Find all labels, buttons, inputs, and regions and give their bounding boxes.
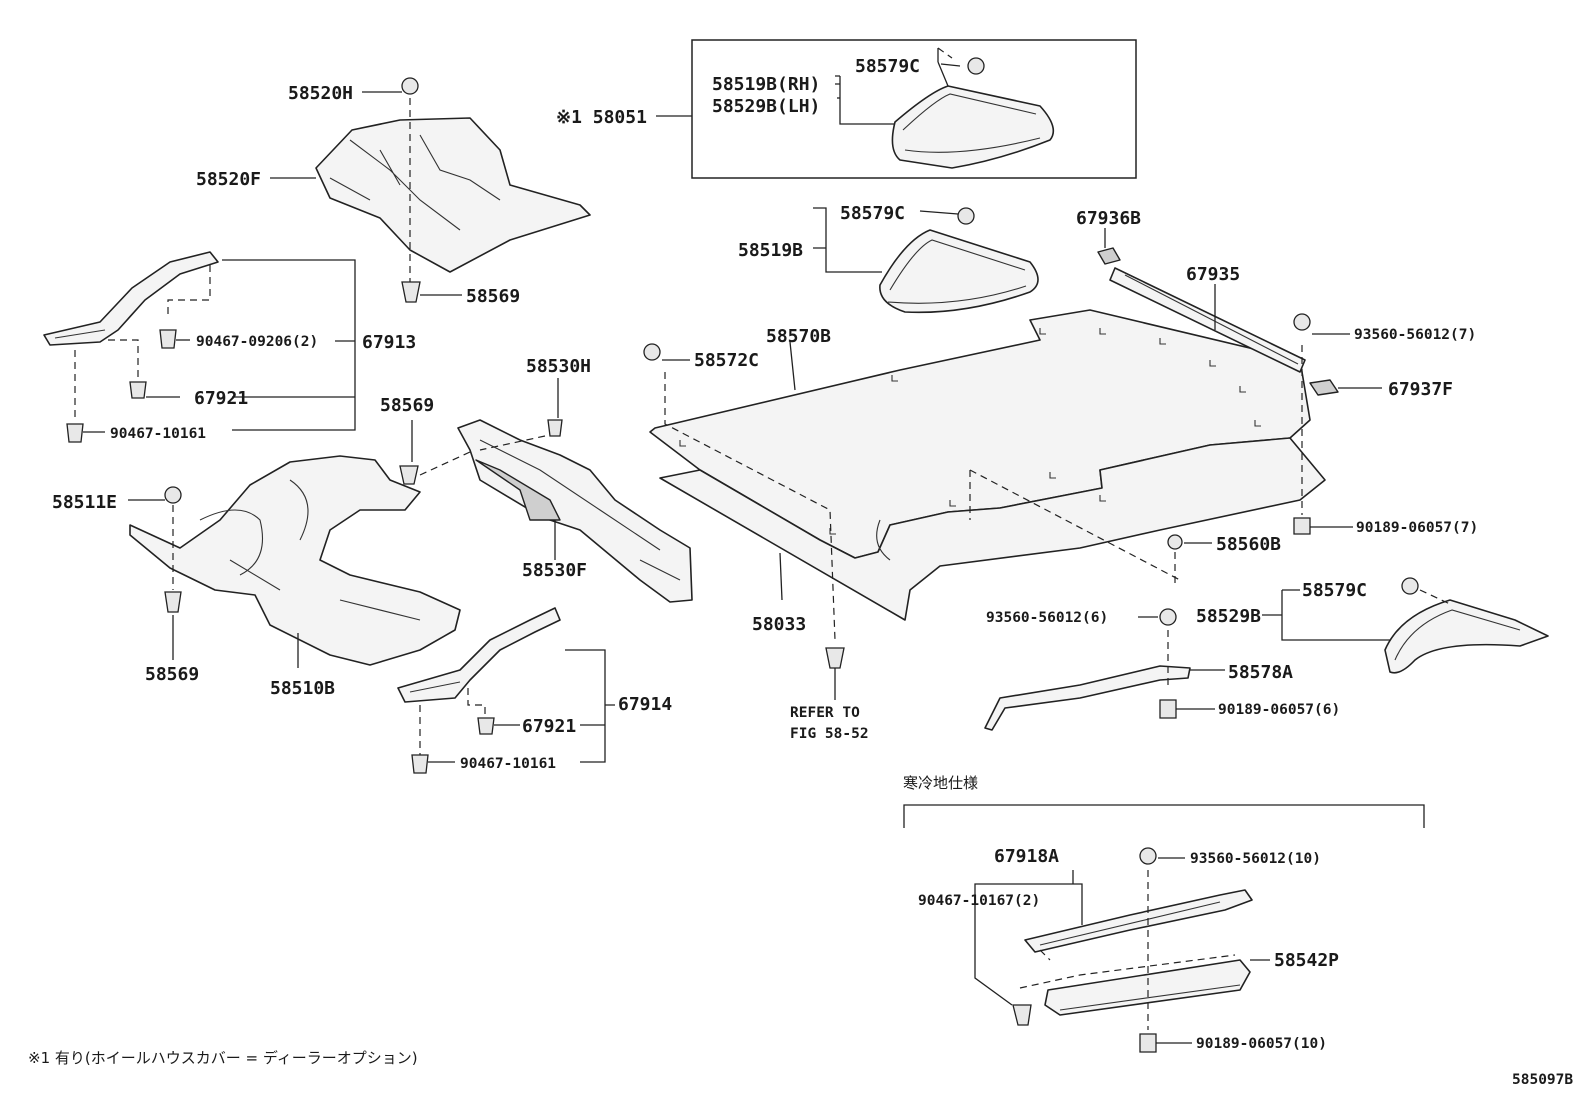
label-58579C-box: 58579C <box>855 56 920 77</box>
nut-90189-06057-6 <box>1159 699 1177 719</box>
label-58569-top: 58569 <box>466 286 520 307</box>
label-58051: ※1 58051 <box>556 107 647 128</box>
wheelhouse-cover-boxed <box>891 85 1055 169</box>
clip-67921-b <box>477 717 495 735</box>
label-90189-06057-6: 90189-06057(6) <box>1218 702 1340 718</box>
bolt-93560-56012-6 <box>1159 608 1177 626</box>
label-58569-mid: 58569 <box>380 395 434 416</box>
mat-slots <box>679 328 1261 535</box>
clip-refer-58-52 <box>825 647 845 669</box>
rear-floor-insulator-58033 <box>659 437 1326 621</box>
label-58511E: 58511E <box>52 492 117 513</box>
clip-58560B <box>1167 534 1183 550</box>
clip-90467-09206 <box>159 329 177 349</box>
wheelhouse-cover-58529B <box>1384 599 1549 674</box>
clip-58579C-right <box>1401 577 1419 595</box>
label-58569-left: 58569 <box>145 664 199 685</box>
clip-58530H <box>547 419 563 437</box>
label-58579C-mid: 58579C <box>840 203 905 224</box>
pad-67937F <box>1309 379 1339 396</box>
bolt-93560-56012-7 <box>1293 313 1311 331</box>
label-90467-10161-a: 90467-10161 <box>110 426 206 442</box>
insulator-58542P <box>1044 959 1251 1016</box>
label-93560-56012-6: 93560-56012(6) <box>986 610 1108 626</box>
label-58519B-RH: 58519B(RH) <box>712 74 820 95</box>
label-58530H: 58530H <box>526 356 591 377</box>
refer-fig-text: FIG 58-52 <box>790 726 869 742</box>
label-90467-10161-b: 90467-10161 <box>460 756 556 772</box>
scuff-plate-67913 <box>43 251 219 346</box>
bolt-93560-56012-10 <box>1139 847 1157 865</box>
label-58529B: 58529B <box>1196 606 1261 627</box>
label-58033: 58033 <box>752 614 806 635</box>
clip-58572C <box>643 343 661 361</box>
label-67936B: 67936B <box>1076 208 1141 229</box>
nut-90189-06057-10 <box>1139 1033 1157 1053</box>
refer-to-text: REFER TO <box>790 705 860 721</box>
clip-58569-left <box>164 591 182 613</box>
option-box-58051 <box>691 39 1137 179</box>
label-58530F: 58530F <box>522 560 587 581</box>
scuff-plate-67914 <box>397 607 561 703</box>
footnote: ※1 有り(ホイールハウスカバー = ディーラーオプション) <box>28 1049 418 1067</box>
label-67918A: 67918A <box>994 846 1059 867</box>
label-67935: 67935 <box>1186 264 1240 285</box>
label-90189-06057-7: 90189-06057(7) <box>1356 520 1478 536</box>
label-58570B: 58570B <box>766 326 831 347</box>
label-58519B: 58519B <box>738 240 803 261</box>
diagram-id: 585097B <box>1512 1072 1573 1088</box>
clip-90467-10161-b <box>411 754 429 774</box>
label-58520F: 58520F <box>196 169 261 190</box>
labels: 58520H 58520F 58569 67913 90467-09206(2)… <box>28 56 1573 1088</box>
nut-90189-06057-7 <box>1293 517 1311 535</box>
label-90189-06057-10: 90189-06057(10) <box>1196 1036 1327 1052</box>
clip-58579C-mid <box>957 207 975 225</box>
tunnel-insulator-58530F <box>457 419 693 603</box>
bracket-58578A <box>984 665 1191 731</box>
wheelhouse-cover-58519B <box>879 229 1039 314</box>
label-93560-56012-10: 93560-56012(10) <box>1190 851 1321 867</box>
label-58572C: 58572C <box>694 350 759 371</box>
label-67913: 67913 <box>362 332 416 353</box>
label-58579C-right: 58579C <box>1302 580 1367 601</box>
label-58542P: 58542P <box>1274 950 1339 971</box>
pad-67936B <box>1097 247 1121 265</box>
clip-58520H <box>401 77 419 95</box>
label-58520H: 58520H <box>288 83 353 104</box>
clip-90467-10161-a <box>66 423 84 443</box>
front-floor-mat-58510B <box>129 455 461 666</box>
label-58510B: 58510B <box>270 678 335 699</box>
clip-90467-10167 <box>1012 1004 1032 1026</box>
cold-spec-bracket <box>903 804 1425 828</box>
clip-58569-top <box>401 281 421 303</box>
label-58578A: 58578A <box>1228 662 1293 683</box>
label-67921-a: 67921 <box>194 388 248 409</box>
label-93560-56012-7: 93560-56012(7) <box>1354 327 1476 343</box>
label-67914: 67914 <box>618 694 672 715</box>
rail-67935 <box>1109 267 1306 373</box>
label-90467-10167: 90467-10167(2) <box>918 893 1040 909</box>
front-floor-mat-58520F <box>315 117 591 273</box>
label-67921-b: 67921 <box>522 716 576 737</box>
clip-67921-a <box>129 381 147 399</box>
clip-58511E <box>164 486 182 504</box>
clip-58579C-box <box>967 57 985 75</box>
cold-region-spec-title: 寒冷地仕様 <box>903 774 978 792</box>
label-67937F: 67937F <box>1388 379 1453 400</box>
clip-58569-mid <box>399 465 419 485</box>
label-58560B: 58560B <box>1216 534 1281 555</box>
label-90467-09206: 90467-09206(2) <box>196 334 318 350</box>
label-58529B-LH: 58529B(LH) <box>712 96 820 117</box>
